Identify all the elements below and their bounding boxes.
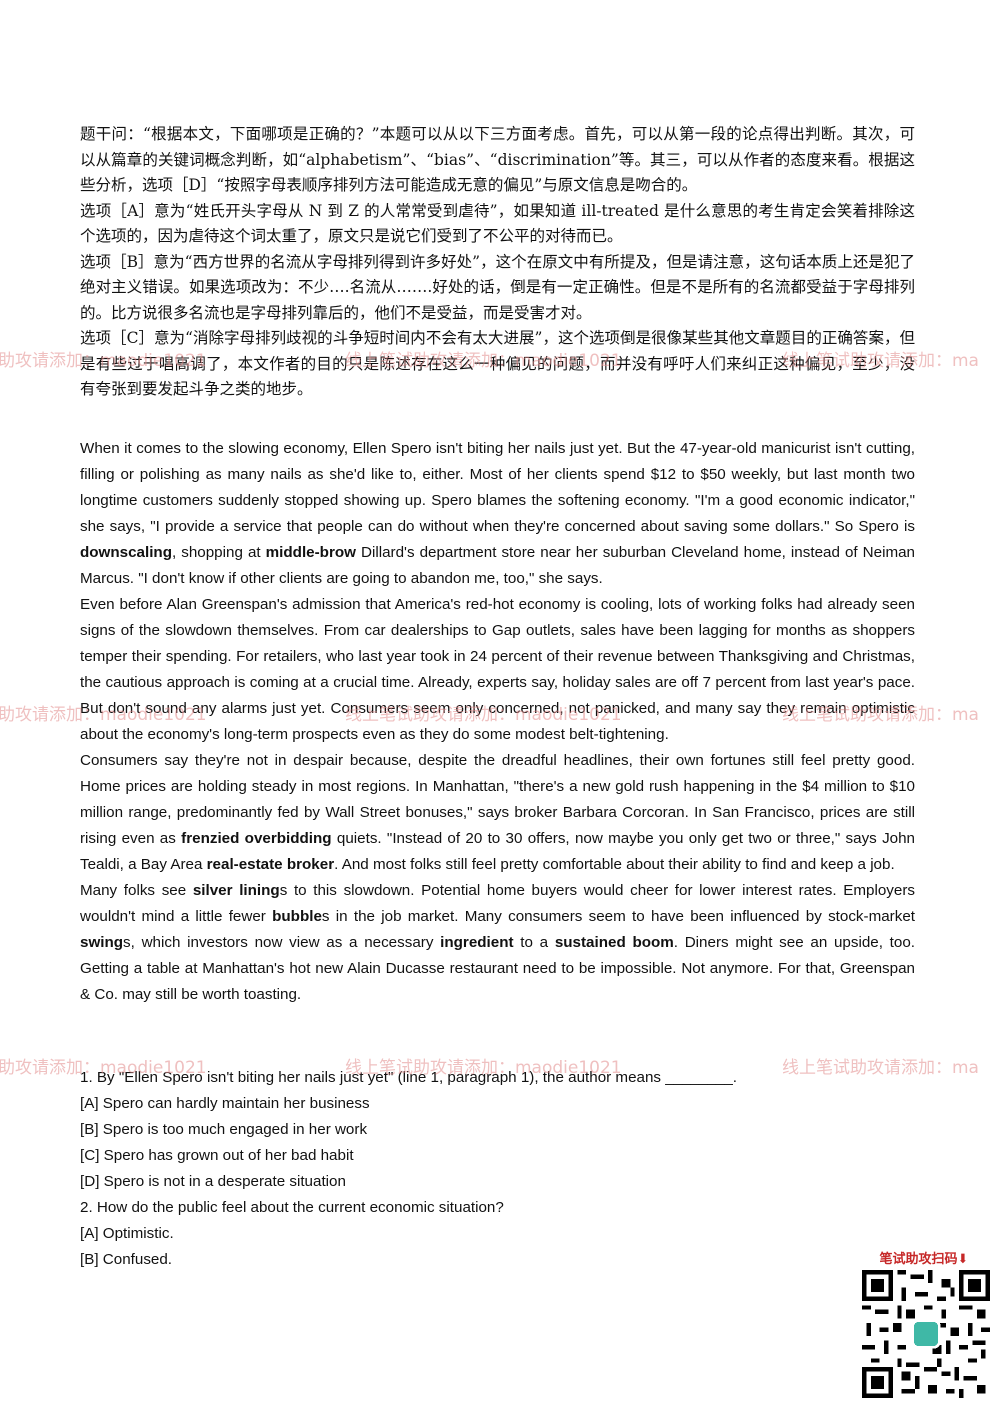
- chinese-analysis: 题干问：“根据本文，下面哪项是正确的？”本题可以从以下三方面考虑。首先，可以从第…: [80, 122, 915, 403]
- question-1-option-a: [A] Spero can hardly maintain her busine…: [80, 1095, 370, 1112]
- analysis-paragraph-3: 选项［B］意为“西方世界的名流从字母排列得到许多好处”，这个在原文中有所提及，但…: [80, 252, 915, 322]
- passage-paragraph-1: When it comes to the slowing economy, El…: [80, 440, 915, 587]
- question-1-option-d: [D] Spero is not in a desperate situatio…: [80, 1173, 346, 1190]
- bold-term: real-estate broker: [206, 856, 335, 873]
- bold-term: sustained boom: [554, 934, 674, 951]
- questions: 1. By "Ellen Spero isn't biting her nail…: [80, 1065, 915, 1273]
- question-2-option-b: [B] Confused.: [80, 1251, 173, 1268]
- bold-term: bubble: [272, 908, 322, 925]
- bold-term: frenzied overbidding: [181, 830, 332, 847]
- passage-paragraph-3: Consumers say they're not in despair bec…: [80, 752, 916, 873]
- question-1-option-c: [C] Spero has grown out of her bad habit: [80, 1147, 354, 1164]
- qr-code-block: 笔试助攻扫码⬇: [858, 1248, 990, 1402]
- analysis-paragraph-2: 选项［A］意为“姓氏开头字母从 N 到 Z 的人常常受到虐待”，如果知道 ill…: [80, 201, 915, 246]
- passage-paragraph-4: Many folks see silver linings to this sl…: [80, 882, 916, 1003]
- question-1: 1. By "Ellen Spero isn't biting her nail…: [80, 1069, 738, 1086]
- bold-term: swing: [80, 934, 124, 951]
- bold-term: silver lining: [192, 882, 280, 899]
- analysis-paragraph-1: 题干问：“根据本文，下面哪项是正确的？”本题可以从以下三方面考虑。首先，可以从第…: [80, 125, 915, 194]
- question-1-option-b: [B] Spero is too much engaged in her wor…: [80, 1121, 368, 1138]
- passage-paragraph-2: Even before Alan Greenspan's admission t…: [80, 596, 915, 743]
- bold-term: middle-brow: [265, 544, 356, 561]
- question-2-option-a: [A] Optimistic.: [80, 1225, 174, 1242]
- bold-term: downscaling: [80, 544, 172, 561]
- analysis-paragraph-4: 选项［C］意为“消除字母排列歧视的斗争短时间内不会有太大进展”，这个选项倒是很像…: [80, 329, 915, 398]
- qr-title: 笔试助攻扫码⬇: [879, 1252, 969, 1267]
- qr-code-icon[interactable]: [862, 1270, 990, 1398]
- english-passage: When it comes to the slowing economy, El…: [80, 436, 915, 1008]
- bold-term: ingredient: [440, 934, 514, 951]
- question-2: 2. How do the public feel about the curr…: [80, 1199, 504, 1216]
